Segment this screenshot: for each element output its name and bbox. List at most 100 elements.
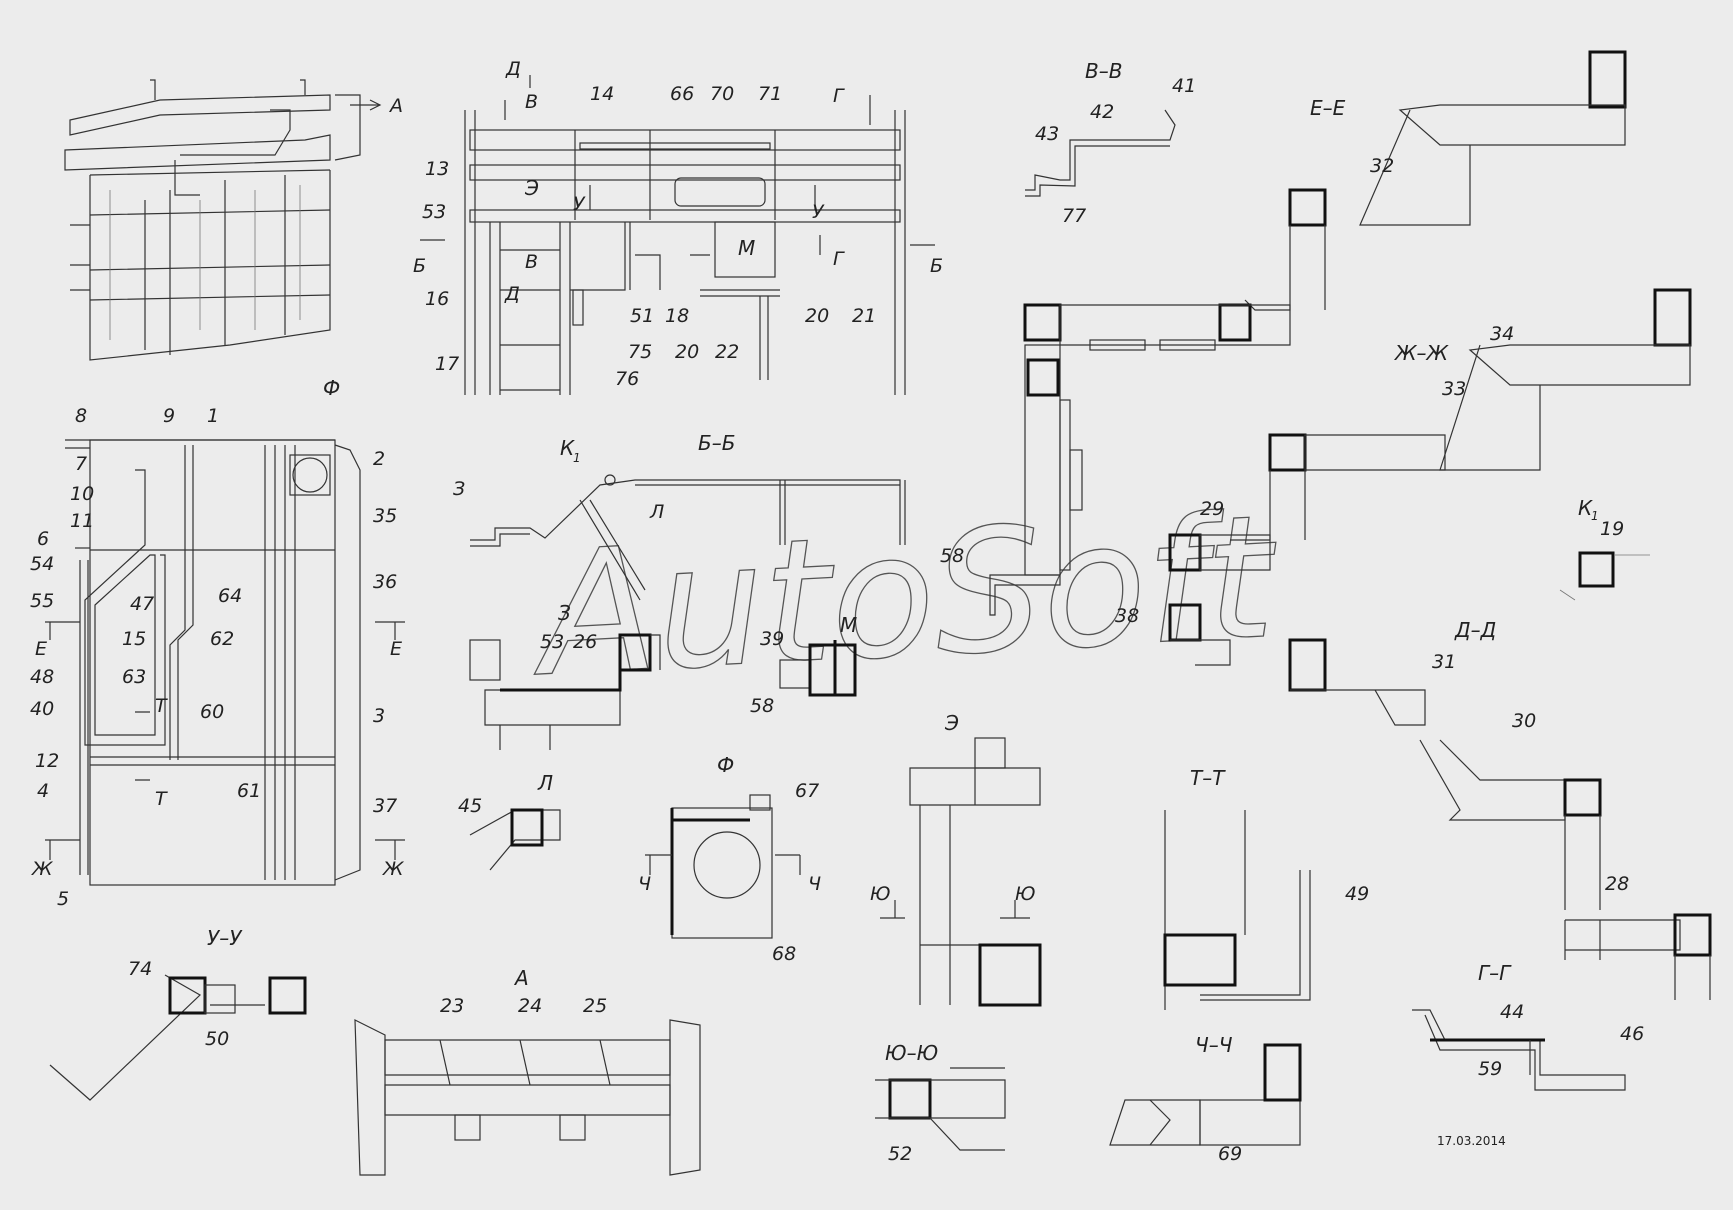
label-58b: 58 — [750, 695, 774, 717]
marker-z-b: З — [453, 478, 465, 500]
title-f: Ф — [717, 753, 734, 777]
label-18: 18 — [665, 305, 689, 327]
label-13: 13 — [425, 158, 449, 180]
section-yuyu: Ю–Ю — [875, 1041, 1006, 1151]
marker-u1: У — [573, 193, 586, 215]
marker-e-sec1: Е — [35, 638, 47, 660]
label-25: 25 — [583, 995, 607, 1017]
title-k1-right: К — [1578, 496, 1593, 520]
title-gg: Г–Г — [1478, 961, 1512, 985]
marker-e-sec2: Е — [390, 638, 402, 660]
label-41: 41 — [1172, 75, 1196, 97]
label-39: 39 — [760, 628, 784, 650]
marker-v1: В — [525, 91, 538, 113]
label-34: 34 — [1490, 323, 1514, 345]
label-58: 58 — [940, 545, 964, 567]
label-7: 7 — [75, 453, 87, 475]
drawing-date: 17.03.2014 — [1437, 1134, 1506, 1148]
label-62: 62 — [210, 628, 234, 650]
section-e: Э Ю Ю — [870, 711, 1042, 1007]
marker-e-view: Э — [524, 176, 539, 200]
title-ee: Е–Е — [1310, 96, 1346, 120]
marker-g1: Г — [833, 85, 845, 107]
marker-v2: В — [525, 251, 538, 273]
label-51: 51 — [630, 305, 654, 327]
label-1: 1 — [207, 405, 219, 427]
section-bb: Б–Б К 1 З Л — [453, 431, 906, 601]
label-23: 23 — [440, 995, 464, 1017]
label-67: 67 — [795, 780, 819, 802]
label-48: 48 — [30, 666, 54, 688]
label-29: 29 — [1200, 498, 1224, 520]
label-32: 32 — [1370, 155, 1394, 177]
title-f-top: Ф — [323, 376, 340, 400]
label-10: 10 — [70, 483, 94, 505]
title-a: А — [513, 966, 529, 990]
label-3: 3 — [373, 705, 385, 727]
label-59: 59 — [1478, 1058, 1502, 1080]
title-chch: Ч–Ч — [1195, 1033, 1233, 1057]
section-ee-ee-staircase: Е–Е — [989, 50, 1627, 616]
label-22: 22 — [715, 341, 739, 363]
label-15: 15 — [122, 628, 146, 650]
label-31: 31 — [1432, 651, 1456, 673]
label-20b: 20 — [805, 305, 829, 327]
marker-l-b: Л — [649, 501, 664, 523]
label-30: 30 — [1512, 710, 1536, 732]
label-69: 69 — [1218, 1143, 1242, 1165]
section-a: А — [354, 966, 701, 1176]
marker-d: Д — [505, 58, 521, 80]
label-8: 8 — [75, 405, 87, 427]
section-l: Л — [469, 771, 561, 871]
title-bb: Б–Б — [698, 431, 735, 455]
label-66: 66 — [670, 83, 694, 105]
label-11: 11 — [70, 510, 94, 532]
title-dd: Д–Д — [1454, 618, 1496, 642]
label-68: 68 — [772, 943, 796, 965]
marker-d2: Д — [504, 283, 520, 305]
title-vv: В–В — [1085, 59, 1122, 83]
label-2: 2 — [373, 448, 385, 470]
label-28: 28 — [1605, 873, 1629, 895]
watermark: AutoSoft — [525, 478, 1283, 715]
section-dd: Д–Д — [1288, 618, 1712, 1000]
marker-yu2: Ю — [1015, 883, 1036, 905]
k1-right-subscript: 1 — [1591, 509, 1599, 523]
label-17: 17 — [435, 353, 459, 375]
section-zhzh-staircase: Ж–Ж — [1168, 288, 1692, 666]
label-40: 40 — [30, 698, 54, 720]
label-16: 16 — [425, 288, 449, 310]
label-33: 33 — [1442, 378, 1466, 400]
section-tt: Т–Т — [1163, 766, 1311, 1010]
section-f: Ф Ч Ч — [638, 753, 821, 939]
marker-t1: Т — [155, 695, 168, 717]
title-e: Э — [944, 711, 959, 735]
label-9: 9 — [163, 405, 175, 427]
front-view: М Э Д В Г У У В Д Г Б Б — [413, 58, 943, 395]
title-m: М — [840, 613, 857, 637]
label-53b: 53 — [540, 631, 564, 653]
section-k1-right: К 1 — [1559, 496, 1650, 601]
label-38: 38 — [1115, 605, 1139, 627]
title-uu: У–У — [207, 926, 243, 950]
marker-u2: У — [812, 201, 825, 223]
label-26: 26 — [573, 631, 597, 653]
label-49: 49 — [1345, 883, 1369, 905]
section-gg: Г–Г — [1412, 961, 1626, 1091]
marker-zh1: Ж — [31, 858, 54, 880]
label-74: 74 — [128, 958, 152, 980]
label-35: 35 — [373, 505, 397, 527]
k1-subscript: 1 — [573, 451, 581, 465]
section-chch: Ч–Ч — [1109, 1033, 1302, 1146]
label-76: 76 — [615, 368, 639, 390]
section-vv: В–В — [1025, 59, 1176, 197]
label-55: 55 — [30, 590, 54, 612]
label-6: 6 — [37, 528, 49, 550]
isometric-frame-view: А — [64, 79, 403, 361]
marker-g2: Г — [833, 248, 845, 270]
label-36: 36 — [373, 571, 397, 593]
label-19: 19 — [1600, 518, 1624, 540]
label-44: 44 — [1500, 1001, 1524, 1023]
label-60: 60 — [200, 701, 224, 723]
